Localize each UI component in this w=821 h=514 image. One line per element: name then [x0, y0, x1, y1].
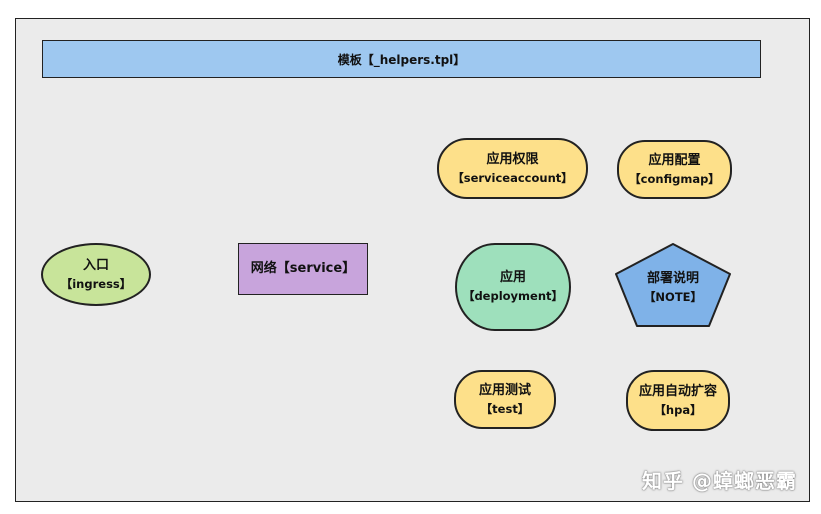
serviceaccount-node: 应用权限 【serviceaccount】: [437, 138, 588, 199]
ingress-node: 入口 【ingress】: [41, 243, 151, 306]
test-title: 应用测试: [478, 382, 531, 398]
hpa-node: 应用自动扩容 【hpa】: [626, 370, 730, 431]
zhihu-watermark: 知乎 @蟑螂恶霸: [642, 469, 797, 493]
configmap-node: 应用配置 【configmap】: [617, 140, 732, 199]
test-node: 应用测试 【test】: [454, 370, 556, 429]
helpers-template-label: 模板【_helpers.tpl】: [337, 52, 466, 67]
configmap-subtitle: 【configmap】: [629, 171, 720, 186]
pentagon-shape: [615, 243, 731, 327]
note-node: 部署说明 【NOTE】: [614, 242, 732, 328]
ingress-subtitle: 【ingress】: [60, 276, 132, 291]
note-text: 部署说明 【NOTE】: [614, 270, 732, 306]
hpa-title: 应用自动扩容: [638, 383, 717, 399]
hpa-subtitle: 【hpa】: [654, 402, 702, 417]
test-subtitle: 【test】: [480, 401, 530, 416]
deployment-title: 应用: [499, 270, 526, 286]
deployment-node: 应用 【deployment】: [455, 243, 571, 331]
service-node: 网络【service】: [238, 243, 368, 295]
serviceaccount-subtitle: 【serviceaccount】: [452, 170, 573, 185]
deployment-subtitle: 【deployment】: [462, 289, 564, 304]
serviceaccount-title: 应用权限: [486, 151, 539, 167]
helpers-template-bar: 模板【_helpers.tpl】: [42, 40, 761, 78]
service-label: 网络【service】: [250, 260, 356, 276]
ingress-title: 入口: [82, 257, 109, 273]
note-subtitle: 【NOTE】: [643, 289, 703, 304]
note-title: 部署说明: [646, 271, 699, 286]
configmap-title: 应用配置: [648, 152, 701, 168]
